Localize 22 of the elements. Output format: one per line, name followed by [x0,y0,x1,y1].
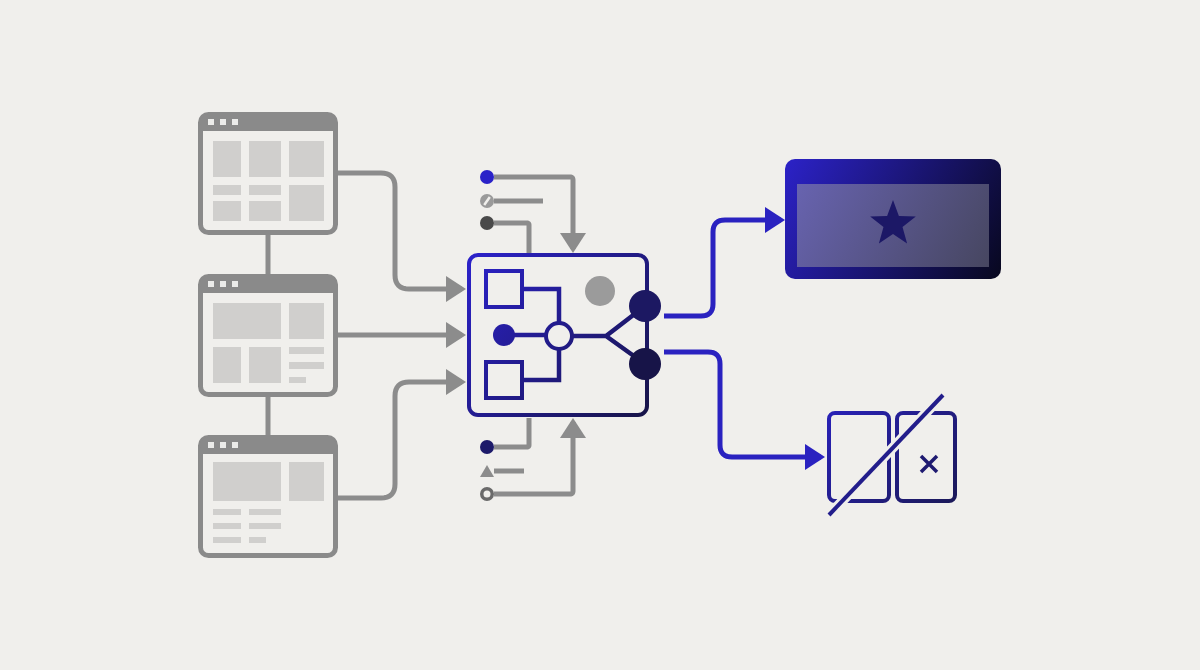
dot-icon [480,170,494,184]
connector-line [494,418,532,450]
arrow [664,207,785,319]
connector-line [265,235,271,274]
crossed-out-panels [825,392,960,518]
arrow [664,349,825,470]
arrow [338,322,466,348]
branching-flow-box [466,253,664,418]
connector-line [494,198,543,204]
connector-line [494,468,524,474]
arrow [338,170,466,302]
arrow [494,418,586,497]
triangle-icon [480,465,494,477]
dot-icon [480,440,494,454]
connector-line [494,220,532,253]
star-panel [785,159,1001,279]
connector-line [265,397,271,435]
ring-icon [480,487,494,501]
arrow [494,174,586,253]
hatched-dot-icon [480,194,494,208]
arrow [338,369,466,501]
dot-icon [480,216,494,230]
